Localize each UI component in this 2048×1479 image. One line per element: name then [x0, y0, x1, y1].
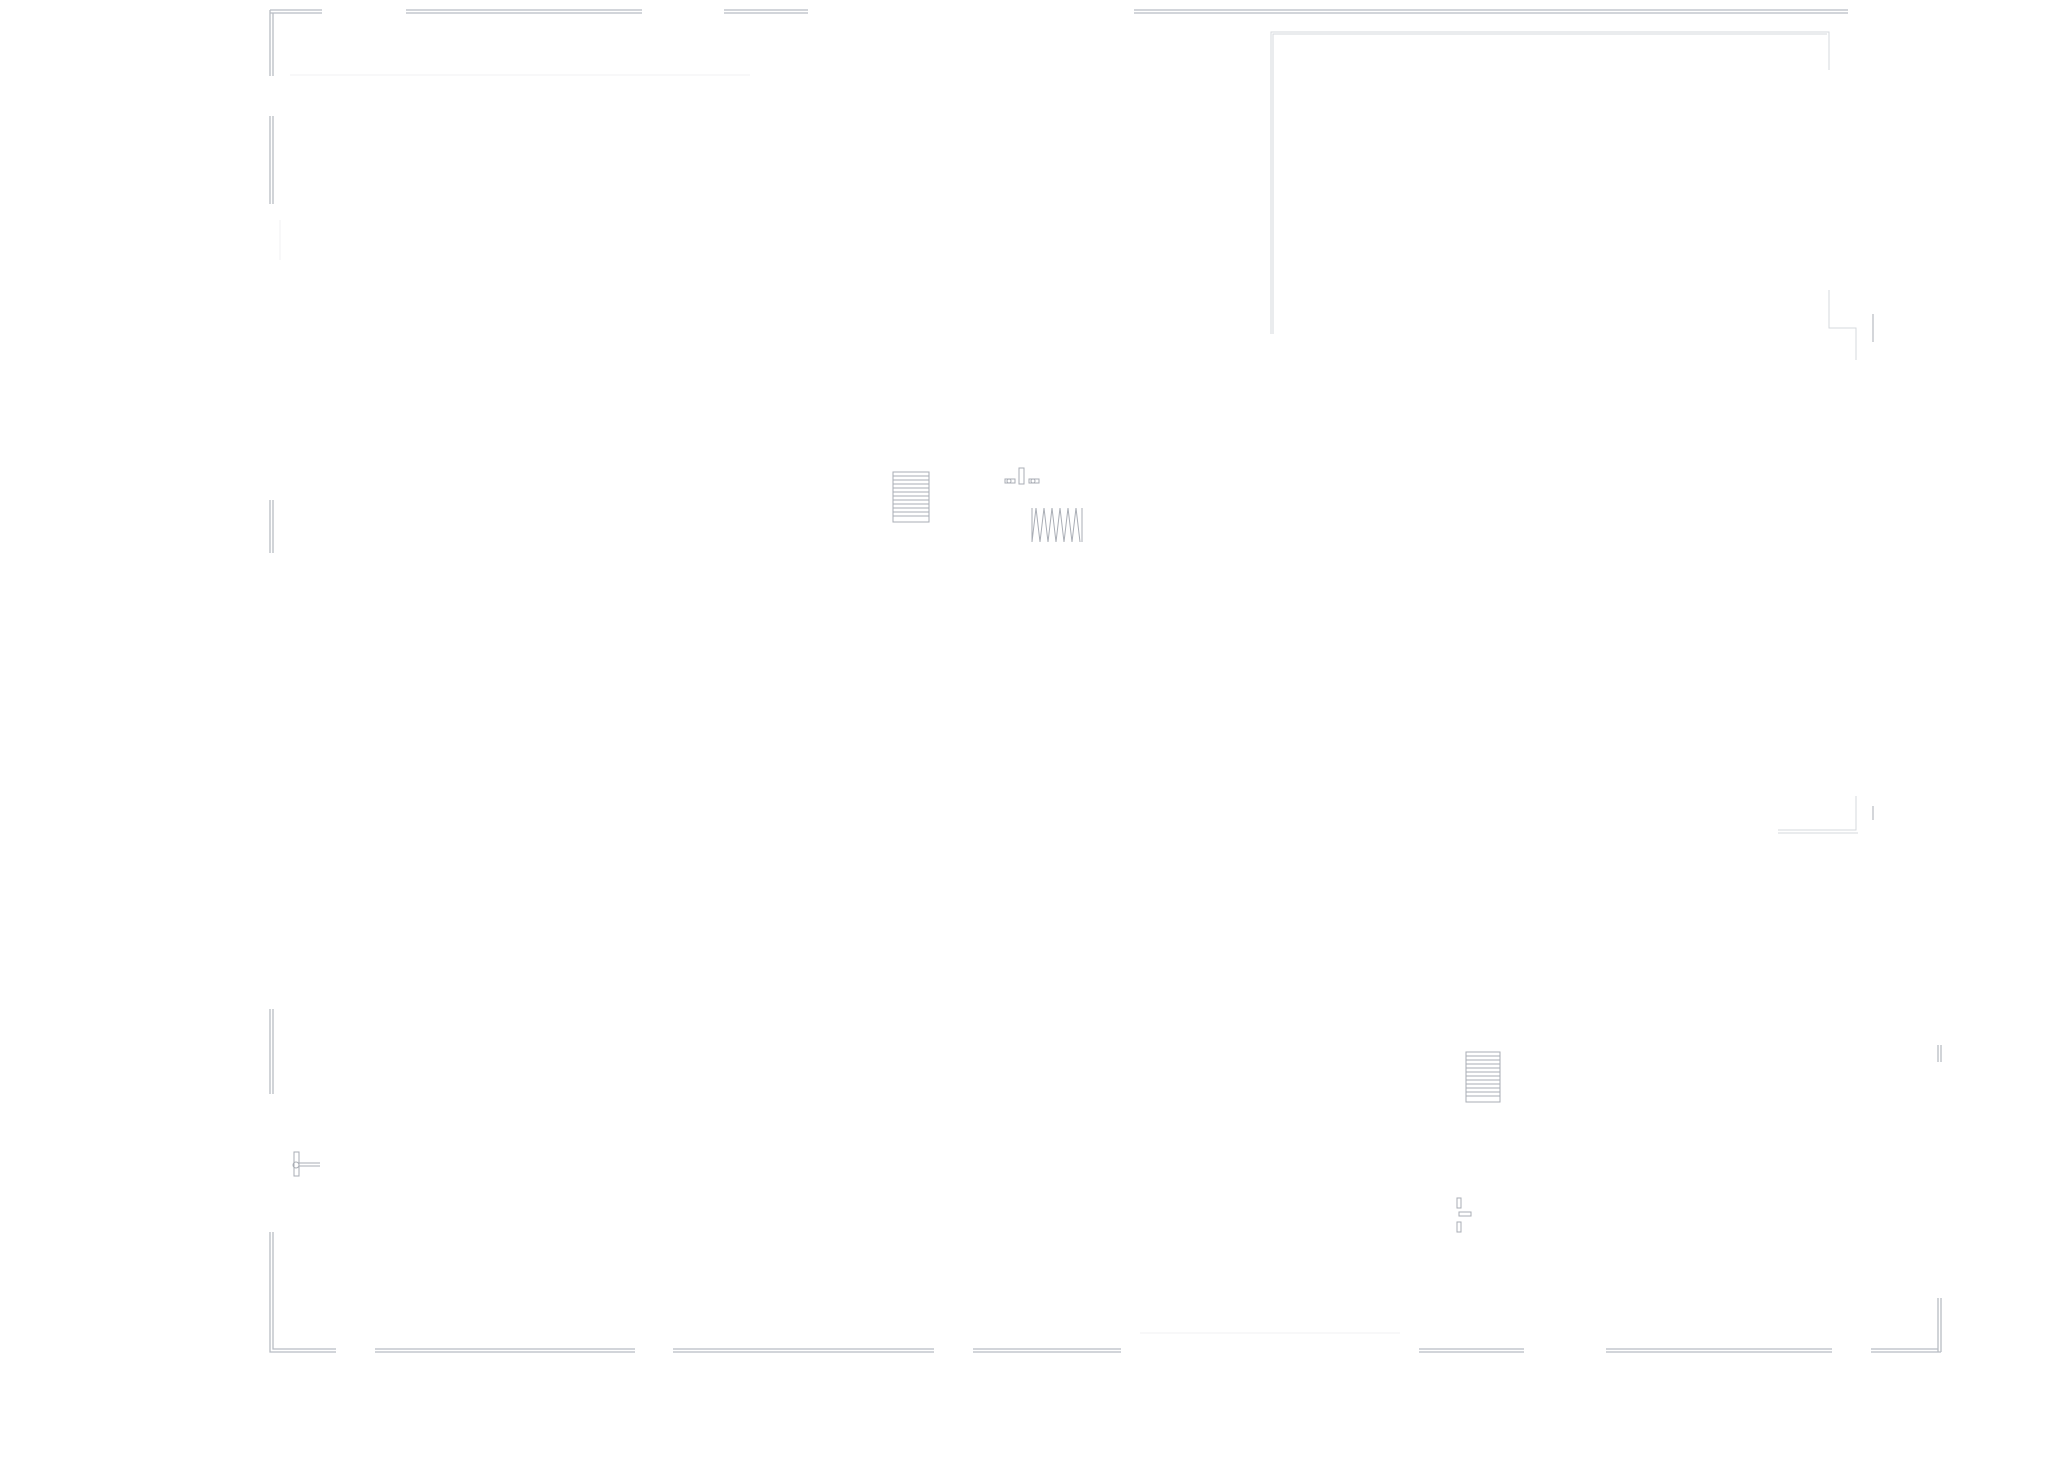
wall-left-upper	[269, 10, 274, 553]
wall-right-bottom	[1937, 1298, 1942, 1352]
valve-symbol	[1004, 467, 1040, 485]
wall-bottom	[375, 1332, 1941, 1353]
wall-right-lower	[1937, 1045, 1942, 1062]
valve-symbol-lower	[1456, 1197, 1472, 1233]
wall-left-lower	[269, 1009, 274, 1094]
upper-right-block	[1134, 9, 1874, 834]
wall-left-bottom	[269, 1232, 336, 1353]
upper-left-block	[269, 9, 808, 553]
inner-room-outline	[1270, 31, 1830, 334]
radiator-block	[1031, 507, 1083, 543]
wall-notch-right	[1828, 290, 1857, 360]
center-fixtures	[892, 467, 1083, 543]
inner-room-outline-echo	[1272, 33, 1827, 334]
lower-right-block	[1456, 1045, 1942, 1352]
wall-top-upper-left	[270, 9, 808, 14]
wall-corner-lower-right	[1778, 796, 1858, 834]
stair-grille-block	[892, 471, 930, 523]
wall-top-upper-right	[1134, 9, 1848, 14]
radiator-block-lower	[1465, 1051, 1501, 1103]
lower-left-block	[269, 1009, 336, 1353]
handle-symbol	[292, 1151, 320, 1177]
